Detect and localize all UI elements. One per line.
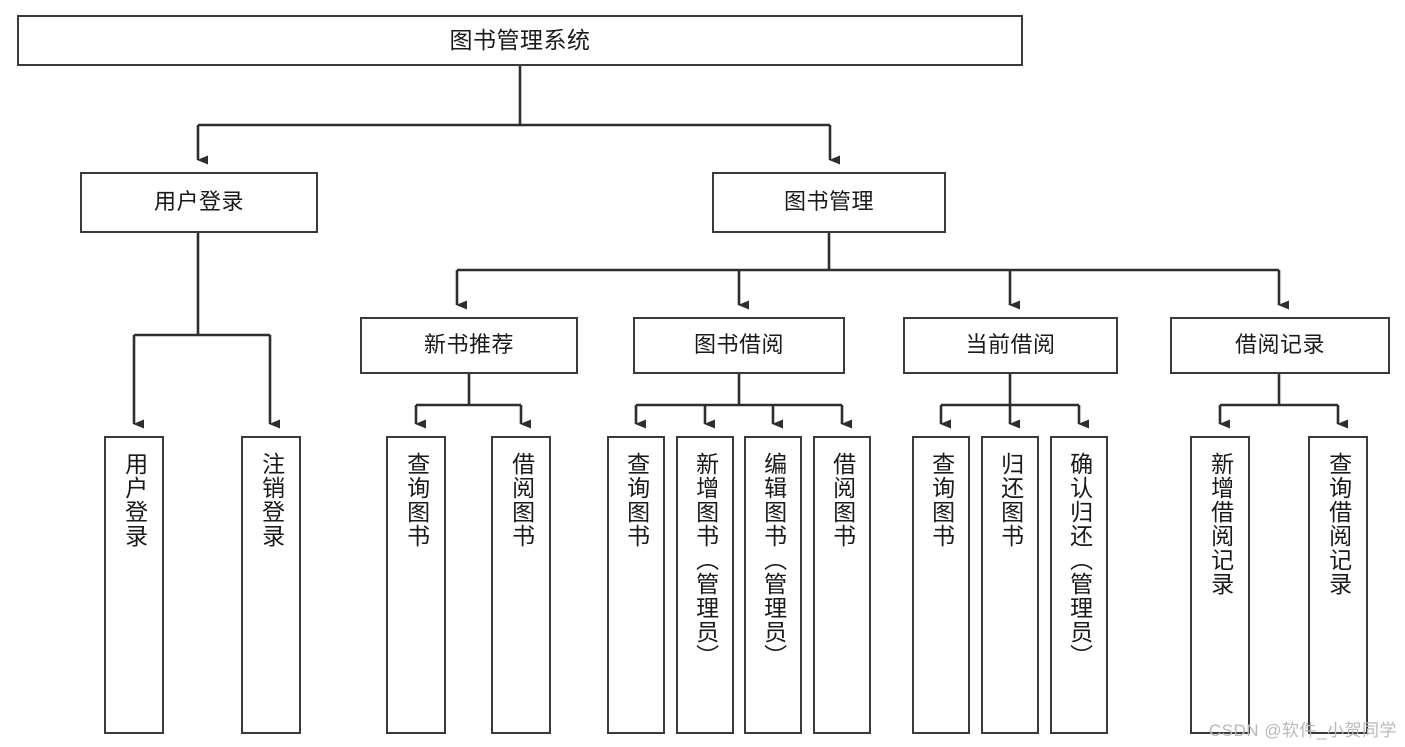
leaf-book-borrow-query-book[interactable]: 查询图书 (607, 436, 665, 734)
node-label: 查询图书 (403, 452, 430, 548)
node-book-management[interactable]: 图书管理 (712, 172, 946, 233)
leaf-new-book-borrow-book[interactable]: 借阅图书 (491, 436, 551, 734)
node-new-book-recommend[interactable]: 新书推荐 (360, 317, 578, 374)
leaf-new-book-query-book[interactable]: 查询图书 (386, 436, 446, 734)
node-label: 新增图书（管理员） (692, 452, 719, 668)
node-label: 新增借阅记录 (1207, 452, 1234, 596)
leaf-current-borrow-return-book[interactable]: 归还图书 (981, 436, 1039, 734)
node-label: 图书管理系统 (449, 26, 591, 53)
leaf-user-login-signin[interactable]: 用户登录 (104, 436, 164, 734)
node-label: 查询图书 (623, 452, 650, 548)
leaf-current-borrow-confirm-return-admin[interactable]: 确认归还（管理员） (1050, 436, 1108, 734)
node-user-login[interactable]: 用户登录 (80, 172, 318, 233)
node-label: 编辑图书（管理员） (760, 452, 787, 668)
node-borrow-records[interactable]: 借阅记录 (1170, 317, 1390, 374)
leaf-borrow-records-add-record[interactable]: 新增借阅记录 (1190, 436, 1250, 734)
node-label: 用户登录 (153, 189, 244, 215)
node-current-borrow[interactable]: 当前借阅 (903, 317, 1118, 374)
node-label: 借阅图书 (829, 452, 856, 548)
node-label: 图书借阅 (693, 332, 784, 358)
node-label: 归还图书 (997, 452, 1024, 548)
node-label: 借阅图书 (508, 452, 535, 548)
node-label: 借阅记录 (1234, 332, 1325, 358)
node-label: 确认归还（管理员） (1066, 452, 1093, 668)
node-label: 查询图书 (928, 452, 955, 548)
leaf-current-borrow-query-book[interactable]: 查询图书 (912, 436, 970, 734)
node-label: 用户登录 (121, 452, 148, 548)
leaf-user-login-logout[interactable]: 注销登录 (241, 436, 301, 734)
node-label: 查询借阅记录 (1325, 452, 1352, 596)
node-label: 当前借阅 (965, 332, 1056, 358)
node-label: 新书推荐 (423, 332, 514, 358)
leaf-book-borrow-edit-book-admin[interactable]: 编辑图书（管理员） (744, 436, 802, 734)
node-root-system[interactable]: 图书管理系统 (17, 15, 1023, 66)
leaf-book-borrow-add-book-admin[interactable]: 新增图书（管理员） (676, 436, 734, 734)
leaf-book-borrow-borrow-book[interactable]: 借阅图书 (813, 436, 871, 734)
node-label: 图书管理 (783, 189, 874, 215)
node-label: 注销登录 (258, 452, 285, 548)
node-book-borrow[interactable]: 图书借阅 (633, 317, 845, 374)
watermark-text: CSDN @软件_小贺同学 (1208, 721, 1397, 740)
leaf-borrow-records-query-record[interactable]: 查询借阅记录 (1308, 436, 1368, 734)
